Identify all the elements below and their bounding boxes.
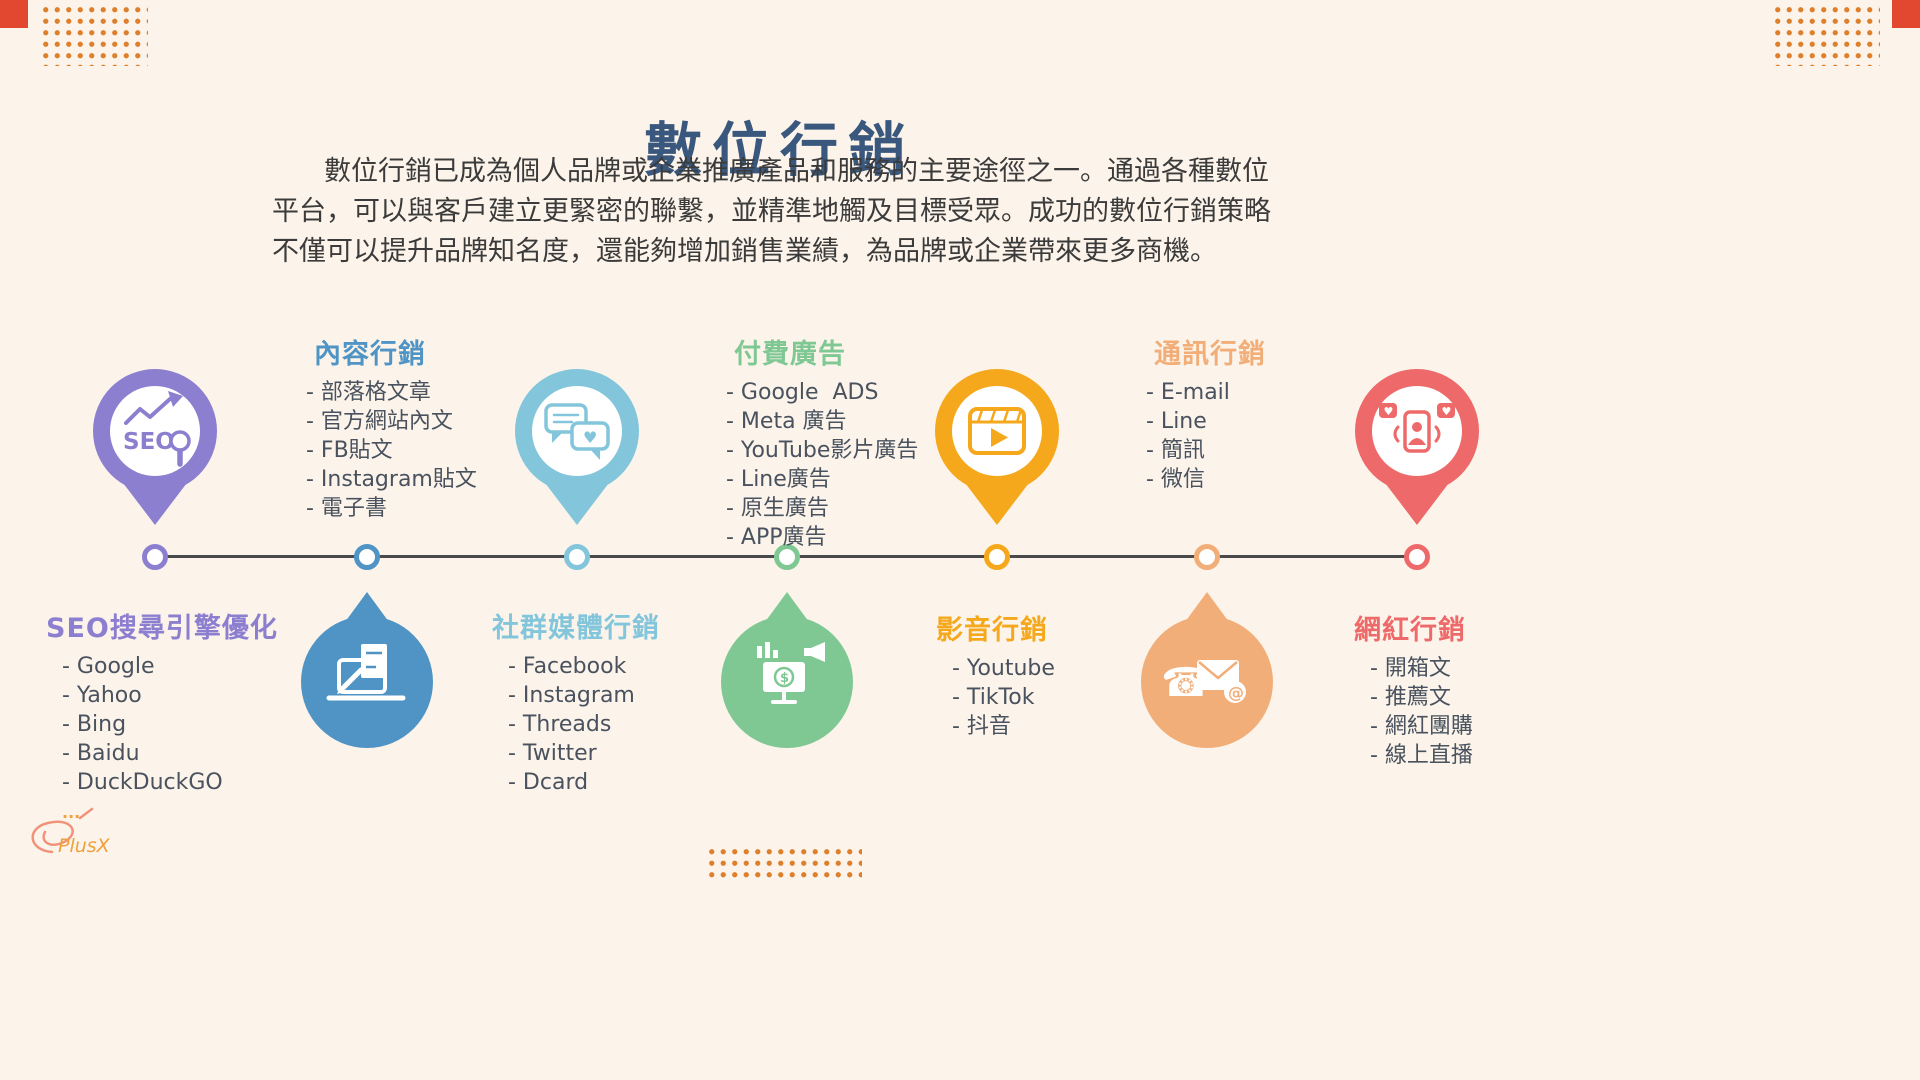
intro-line-2: 平台，可以與客戶建立更緊密的聯繫，並精準地觸及目標受眾。成功的數位行銷策略 <box>272 196 1271 227</box>
category-list-item: - Line <box>1146 409 1207 434</box>
category-list-item: - 開箱文 <box>1370 656 1451 681</box>
svg-text:♥: ♥ <box>583 428 597 447</box>
svg-text:$: $ <box>780 671 789 686</box>
category-list-item: - Dcard <box>508 770 589 795</box>
category-list: - Youtube - TikTok - 抖音 <box>952 654 1055 741</box>
corner-square-top-left <box>0 0 28 28</box>
category-label-messaging: 通訊行銷 - E-mail - Line - 簡訊 - 微信 <box>1146 332 1266 494</box>
category-list-item: - 網紅團購 <box>1370 714 1473 739</box>
category-title: 內容行銷 <box>314 339 426 370</box>
category-title: SEO搜尋引擎優化 <box>46 613 278 644</box>
influencer-pin-marker: ♥ ♥ <box>1352 367 1482 529</box>
social-chat-pin-marker: ♥ <box>512 367 642 529</box>
category-list-item: - 抖音 <box>952 714 1011 739</box>
category-list-item: - Line廣告 <box>726 467 831 492</box>
timeline-node-content <box>354 544 380 570</box>
timeline-node-seo <box>142 544 168 570</box>
content-drop-marker <box>299 590 435 752</box>
logo-text: PlusX <box>58 835 111 857</box>
seo-pin-marker: SEO <box>90 367 220 529</box>
category-list-item: - Instagram <box>508 683 635 708</box>
category-label-social: 社群媒體行銷 - Facebook - Instagram - Threads - T… <box>492 606 660 797</box>
video-pin-marker <box>932 367 1062 529</box>
category-list-item: - Bing <box>62 712 127 737</box>
category-list-item: - 電子書 <box>306 496 387 521</box>
ads-monitor-megaphone-icon: $ <box>721 592 853 748</box>
category-list: - E-mail - Line - 簡訊 - 微信 <box>1146 378 1266 494</box>
category-list-item: - Google <box>62 654 155 679</box>
timeline-node-influencer <box>1404 544 1430 570</box>
category-list-item: - 線上直播 <box>1370 743 1473 768</box>
category-list: - Google ADS - Meta 廣告 - YouTube影片廣告 - Line… <box>726 378 918 552</box>
category-list: - Google - Yahoo - Bing - Baidu - DuckDuckGO <box>62 652 278 797</box>
category-list-item: - Yahoo <box>62 683 142 708</box>
video-clapper-icon <box>935 369 1059 525</box>
dot-pattern-top-right <box>1772 4 1880 66</box>
timeline-node-messaging <box>1194 544 1220 570</box>
category-list: - 開箱文 - 推薦文 - 網紅團購 - 線上直播 <box>1370 654 1473 770</box>
plusx-logo: ... PlusX <box>18 796 128 876</box>
category-list-item: - Threads <box>508 712 612 737</box>
category-list: - 部落格文章 - 官方網站內文 - FB貼文 - Instagram貼文 - 電子書 <box>306 378 477 523</box>
timeline-node-video <box>984 544 1010 570</box>
category-label-video: 影音行銷 - Youtube - TikTok - 抖音 <box>936 608 1055 741</box>
category-list-item: - Baidu <box>62 741 140 766</box>
logo-dots: ... <box>62 803 80 822</box>
category-list-item: - Google ADS <box>726 380 879 405</box>
svg-text:SEO: SEO <box>123 429 175 455</box>
category-list-item: - E-mail <box>1146 380 1230 405</box>
dot-pattern-top-left <box>40 4 148 66</box>
paid-ads-drop-marker: $ <box>719 590 855 752</box>
chat-bubbles-icon: ♥ <box>515 369 639 525</box>
page-title: 數位行銷 <box>643 115 916 184</box>
category-label-paid-ads: 付費廣告 - Google ADS- Meta 廣告- YouTube影片廣告-… <box>726 332 918 552</box>
dot-pattern-bottom-center <box>706 846 862 882</box>
svg-text:♥: ♥ <box>1384 405 1394 418</box>
category-title: 社群媒體行銷 <box>492 613 660 644</box>
category-title: 網紅行銷 <box>1354 615 1466 646</box>
category-list-item: - YouTube影片廣告 <box>726 438 919 463</box>
category-list-item: - Facebook <box>508 654 627 679</box>
category-title: 付費廣告 <box>734 339 846 370</box>
category-title: 通訊行銷 <box>1154 339 1266 370</box>
corner-square-top-right <box>1892 0 1920 28</box>
category-list-item: - Twitter <box>508 741 597 766</box>
category-list-item: - FB貼文 <box>306 438 393 463</box>
svg-text:@: @ <box>1228 683 1244 702</box>
category-list-item: - 推薦文 <box>1370 685 1451 710</box>
svg-text:♥: ♥ <box>1442 405 1452 418</box>
category-label-influencer: 網紅行銷 - 開箱文 - 推薦文 - 網紅團購 - 線上直播 <box>1354 608 1473 770</box>
phone-envelope-icon: ☎ @ <box>1141 592 1273 748</box>
category-list-item: - 官方網站內文 <box>306 409 453 434</box>
category-list-item: - Instagram貼文 <box>306 467 477 492</box>
laptop-writing-icon <box>301 592 433 748</box>
category-list-item: - APP廣告 <box>726 525 827 550</box>
category-title: 影音行銷 <box>936 615 1048 646</box>
category-label-content: 內容行銷 - 部落格文章- 官方網站內文- FB貼文- Instagram貼文-… <box>306 332 477 523</box>
timeline-node-social <box>564 544 590 570</box>
category-list-item: - 微信 <box>1146 467 1205 492</box>
category-list: - Facebook - Instagram - Threads - Twitter -… <box>508 652 660 797</box>
category-list-item: - 簡訊 <box>1146 438 1205 463</box>
category-list-item: - 部落格文章 <box>306 380 431 405</box>
category-list-item: - TikTok <box>952 685 1035 710</box>
intro-paragraph: 數位行銷已成為個人品牌或企業推廣產品和服務的主要途徑之一。通過各種數位 平台，可… <box>272 152 1294 272</box>
category-list-item: - Youtube <box>952 656 1055 681</box>
category-list-item: - 原生廣告 <box>726 496 829 521</box>
category-list-item: - DuckDuckGO <box>62 770 223 795</box>
seo-magnifier-icon: SEO <box>93 369 217 525</box>
intro-line-3: 不僅可以提升品牌知名度，還能夠增加銷售業績，為品牌或企業帶來更多商機。 <box>272 236 1217 267</box>
messaging-drop-marker: ☎ @ <box>1139 590 1275 752</box>
category-label-seo: SEO搜尋引擎優化 - Google- Yahoo- Bing- Baidu- … <box>46 606 278 797</box>
timeline-node-paid-ads <box>774 544 800 570</box>
influencer-phone-icon: ♥ ♥ <box>1355 369 1479 525</box>
category-list-item: - Meta 廣告 <box>726 409 847 434</box>
plusx-logo-mark-icon: ... PlusX <box>31 803 111 857</box>
intro-line-1: 數位行銷已成為個人品牌或企業推廣產品和服務的主要途徑之一。通過各種數位 <box>324 156 1269 187</box>
